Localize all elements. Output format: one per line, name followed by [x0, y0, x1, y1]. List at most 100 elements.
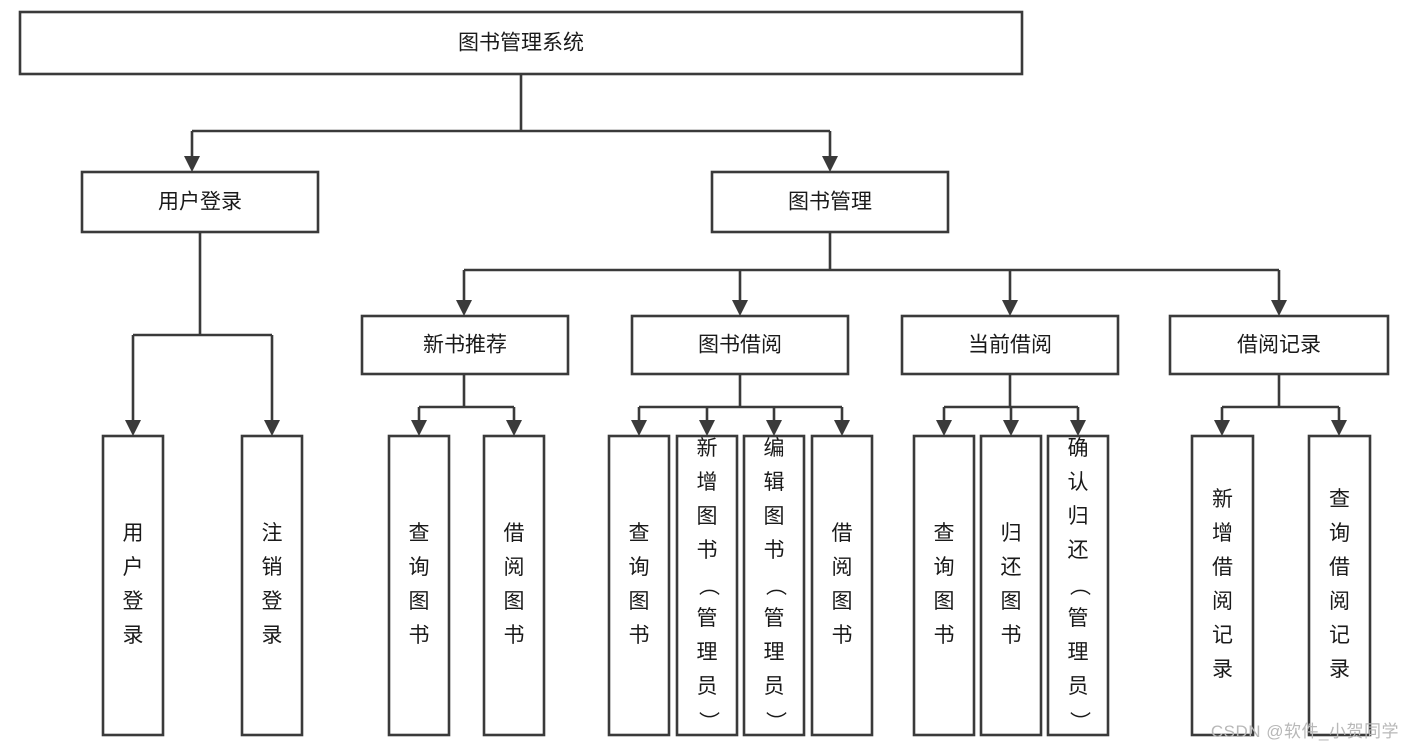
- node-box-shape: [675, 434, 739, 737]
- node-label: 新书推荐: [423, 334, 507, 357]
- node-label-char: 书: [629, 624, 650, 647]
- node-label: 当前借阅: [968, 334, 1052, 357]
- node-label-char: 阅: [504, 556, 525, 579]
- node-current-borrow[interactable]: 当前借阅: [900, 314, 1120, 376]
- node-label-char: 借: [832, 522, 853, 545]
- connector-borrowrecord-to-leaves: [1214, 374, 1347, 436]
- node-book-borrow[interactable]: 图书借阅: [630, 314, 850, 376]
- node-label-char: 户: [123, 556, 144, 579]
- connector-currentborrow-to-leaves: [936, 374, 1086, 436]
- node-new-book-recommend[interactable]: 新书推荐: [360, 314, 570, 376]
- node-label-char: 登: [123, 590, 144, 613]
- node-label-char: 阅: [1329, 590, 1350, 613]
- node-label-char: 还: [1001, 556, 1022, 579]
- node-label-char: 查: [1329, 488, 1350, 511]
- arrow-head-icon: [456, 300, 472, 316]
- arrow-head-icon: [1070, 420, 1086, 436]
- connector-root-to-level1: [184, 74, 838, 172]
- node-root[interactable]: 图书管理系统: [18, 10, 1024, 76]
- arrow-head-icon: [936, 420, 952, 436]
- node-leaf-borrow-book-2[interactable]: [810, 434, 874, 737]
- node-leaf-logout[interactable]: [240, 434, 304, 737]
- node-label-char: ）: [696, 711, 719, 732]
- node-label-char: 管: [697, 607, 718, 630]
- node-label-char: 图: [764, 505, 785, 528]
- node-leaf-query-book-2[interactable]: [607, 434, 671, 737]
- node-box-shape: [1168, 314, 1390, 376]
- node-label-char: ）: [1067, 711, 1090, 732]
- node-label-char: 新: [1212, 488, 1233, 511]
- arrow-head-icon: [411, 420, 427, 436]
- node-label-char: 图: [629, 590, 650, 613]
- node-box-shape: [360, 314, 570, 376]
- node-book-management[interactable]: 图书管理: [710, 170, 950, 234]
- arrow-head-icon: [822, 156, 838, 172]
- node-label-char: 管: [764, 607, 785, 630]
- node-leaf-add-record[interactable]: [1190, 434, 1255, 737]
- node-label-char: 借: [1212, 556, 1233, 579]
- node-label-char: 录: [123, 624, 144, 647]
- csdn-watermark: CSDN @软件_小贺同学: [1210, 722, 1399, 741]
- node-box-shape: [607, 434, 671, 737]
- node-label-char: 还: [1068, 539, 1089, 562]
- node-box-shape: [18, 10, 1024, 76]
- node-box-shape: [482, 434, 546, 737]
- node-user-login[interactable]: 用户登录: [80, 170, 320, 234]
- node-leaf-return-book[interactable]: [979, 434, 1043, 737]
- node-label-char: 新: [697, 437, 718, 460]
- node-box-shape: [630, 314, 850, 376]
- node-leaf-edit-book[interactable]: [742, 434, 806, 737]
- node-leaf-query-record[interactable]: [1307, 434, 1372, 737]
- node-label: 图书管理系统: [458, 32, 584, 55]
- node-label-char: 归: [1068, 505, 1089, 528]
- node-label-char: 录: [1329, 658, 1350, 681]
- node-label-char: 询: [1329, 522, 1350, 545]
- node-box-shape: [101, 434, 165, 737]
- node-label: 借阅记录: [1237, 334, 1321, 357]
- node-label-char: 书: [934, 624, 955, 647]
- node-label-char: 书: [504, 624, 525, 647]
- node-label-char: 确: [1068, 437, 1089, 460]
- node-box-shape: [387, 434, 451, 737]
- node-label-char: 借: [504, 522, 525, 545]
- arrow-head-icon: [184, 156, 200, 172]
- node-box-shape: [900, 314, 1120, 376]
- node-label-char: 增: [1212, 522, 1233, 545]
- node-label-char: 归: [1001, 522, 1022, 545]
- node-label-char: 图: [832, 590, 853, 613]
- node-label-char: 员: [1068, 675, 1089, 698]
- node-box-shape: [742, 434, 806, 737]
- node-leaf-query-book-1[interactable]: [387, 434, 451, 737]
- node-box-shape: [979, 434, 1043, 737]
- node-label-char: 登: [262, 590, 283, 613]
- connector-userlogin-to-leaves: [125, 232, 280, 436]
- node-label-char: 记: [1329, 624, 1350, 647]
- node-borrow-record[interactable]: 借阅记录: [1168, 314, 1390, 376]
- arrow-head-icon: [1271, 300, 1287, 316]
- node-leaf-confirm-return[interactable]: [1046, 434, 1110, 737]
- arrow-head-icon: [834, 420, 850, 436]
- arrow-head-icon: [1003, 420, 1019, 436]
- node-label-char: 图: [504, 590, 525, 613]
- node-label-char: 理: [697, 641, 718, 664]
- node-leaf-query-book-3[interactable]: [912, 434, 976, 737]
- arrow-head-icon: [1331, 420, 1347, 436]
- node-label-char: 书: [832, 624, 853, 647]
- node-leaf-add-book[interactable]: [675, 434, 739, 737]
- node-label-char: 图: [409, 590, 430, 613]
- node-leaf-user-login[interactable]: [101, 434, 165, 737]
- node-leaf-borrow-book-1[interactable]: [482, 434, 546, 737]
- node-label-char: 销: [262, 556, 283, 579]
- node-label-char: 图: [1001, 590, 1022, 613]
- arrow-head-icon: [766, 420, 782, 436]
- node-label-char: 查: [629, 522, 650, 545]
- connector-bookborrow-to-leaves: [631, 374, 850, 436]
